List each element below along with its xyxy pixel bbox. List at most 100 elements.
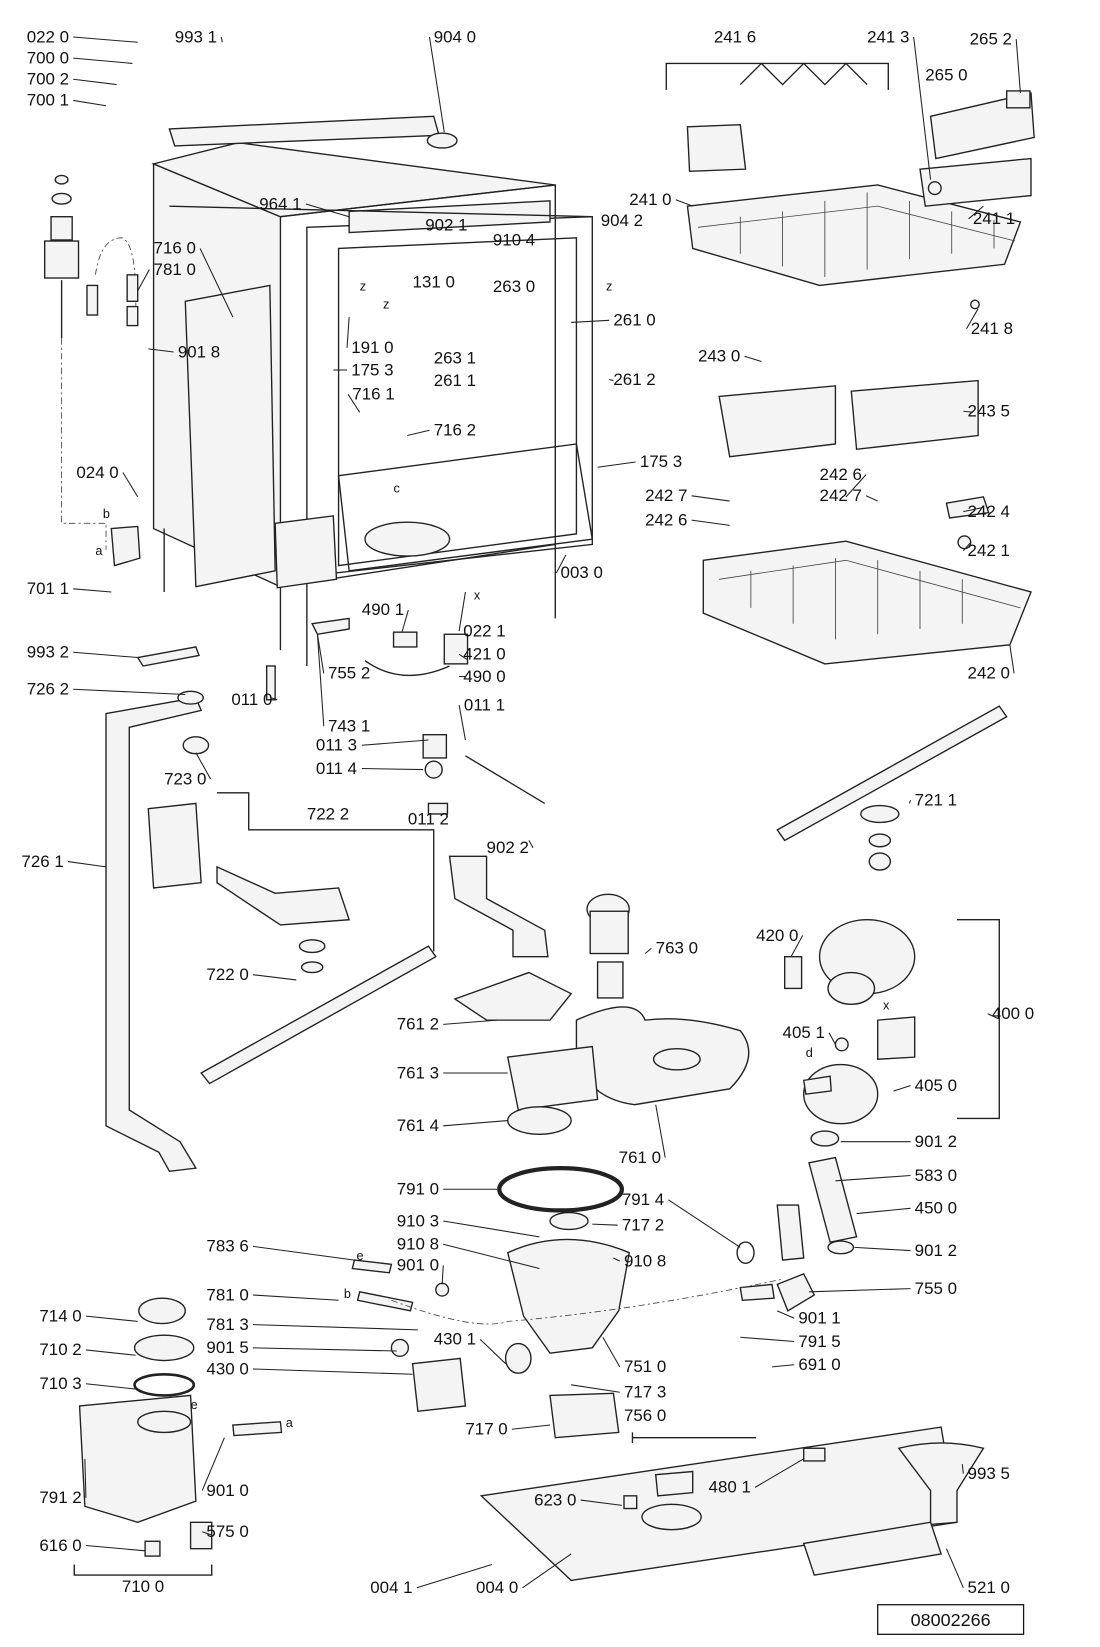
part-label: 761 3: [397, 1063, 439, 1082]
part-label: 722 0: [206, 965, 248, 984]
part-label: 791 0: [397, 1180, 439, 1199]
leader-line: [644, 947, 652, 954]
leader-line: [73, 688, 186, 696]
lower-basket-242-0: [702, 496, 1032, 665]
leader-line: [961, 1464, 964, 1474]
part-label: 265 0: [925, 65, 967, 84]
part-label: 904 0: [434, 27, 476, 46]
hoses-right: [736, 1130, 858, 1312]
leader-line: [1009, 644, 1015, 674]
leader-line: [85, 1544, 146, 1552]
leader-line: [856, 1207, 911, 1215]
part-label: 623 0: [534, 1490, 576, 1509]
part-label: 716 0: [154, 239, 196, 258]
part-label: 022 0: [27, 27, 69, 46]
leader-line: [148, 348, 174, 353]
leader-line: [511, 1424, 551, 1430]
leader-line: [252, 1368, 413, 1375]
part-label: 723 0: [164, 769, 206, 788]
leader-line: [73, 78, 117, 86]
part-label: 421 0: [463, 645, 505, 664]
part-label: 011 3: [316, 736, 357, 755]
leader-line: [675, 199, 693, 207]
part-label: 902 1: [425, 215, 467, 234]
leader-line: [122, 472, 139, 498]
part-label: 480 1: [709, 1478, 751, 1497]
leader-line: [443, 1120, 508, 1127]
part-label: 175 3: [640, 452, 682, 471]
leader-line: [691, 495, 730, 502]
part-label: 761 4: [397, 1116, 439, 1135]
leader-line: [73, 99, 107, 107]
part-label: 400 0: [992, 1004, 1034, 1023]
part-label: 904 2: [601, 211, 643, 230]
part-label: 405 0: [915, 1076, 957, 1095]
part-label: 791 2: [39, 1488, 81, 1507]
reference-letter: c: [394, 482, 400, 496]
leader-line: [73, 588, 112, 593]
leader-line: [945, 1548, 964, 1589]
leader-line: [691, 519, 730, 526]
leader-line: [201, 1437, 225, 1491]
part-label: 450 0: [915, 1199, 957, 1218]
diagram-number-box: [877, 1604, 1025, 1635]
circulation-pump-400-0: [783, 919, 1000, 1125]
part-label: 131 0: [413, 273, 455, 292]
leader-line: [790, 935, 804, 957]
part-label: 714 0: [39, 1306, 81, 1325]
part-label: 243 5: [968, 402, 1010, 421]
leader-line: [73, 36, 138, 43]
part-label: 242 0: [968, 664, 1010, 683]
upper-basket-241-0: [665, 62, 1035, 310]
part-label: 763 0: [656, 939, 698, 958]
spray-arm-722-0: [147, 792, 437, 1085]
part-label: 910 8: [624, 1251, 666, 1270]
leader-line: [1015, 39, 1021, 94]
reference-letter: z: [383, 298, 389, 312]
part-label: 901 8: [178, 342, 220, 361]
leader-line: [609, 378, 614, 382]
upper-spray-arm-721-1: [776, 705, 1008, 871]
leader-line: [270, 697, 278, 701]
reference-letter: b: [103, 507, 110, 521]
leader-line: [316, 634, 325, 727]
leader-line: [744, 355, 762, 363]
leader-line: [668, 1199, 741, 1248]
part-label: 751 0: [624, 1357, 666, 1376]
leader-line: [252, 1245, 355, 1261]
part-label: 490 0: [463, 667, 505, 686]
part-label: 901 5: [206, 1338, 248, 1357]
part-label: 964 1: [259, 194, 301, 213]
leader-line: [458, 705, 466, 741]
part-label: 263 0: [493, 277, 535, 296]
part-label: 261 0: [613, 311, 655, 330]
leader-line: [199, 248, 234, 318]
part-label: 261 1: [434, 371, 476, 390]
part-label: 781 3: [206, 1315, 248, 1334]
part-label: 910 3: [397, 1211, 439, 1230]
leader-line: [571, 319, 610, 323]
leader-line: [963, 410, 973, 413]
part-label: 993 1: [175, 27, 217, 46]
cap-904-0: [426, 132, 458, 149]
part-label: 241 3: [867, 27, 909, 46]
part-label: 710 3: [39, 1374, 81, 1393]
diagram-number: 08002266: [911, 1610, 991, 1630]
part-label: 781 0: [206, 1285, 248, 1304]
part-label: 242 7: [820, 486, 862, 505]
part-label: 011 2: [408, 810, 449, 829]
part-label: 242 6: [645, 510, 687, 529]
part-label: 616 0: [39, 1536, 81, 1555]
part-label: 901 0: [206, 1481, 248, 1500]
part-label: 717 2: [622, 1215, 664, 1234]
leader-line: [740, 1336, 795, 1343]
leader-line: [443, 1243, 540, 1270]
part-label: 701 1: [27, 579, 69, 598]
part-label: 722 2: [307, 804, 349, 823]
part-label: 003 0: [561, 563, 603, 582]
leader-line: [908, 800, 911, 804]
leader-line: [968, 205, 984, 220]
part-label: 700 2: [27, 70, 69, 89]
leader-line: [963, 506, 984, 513]
part-label: 901 2: [915, 1241, 957, 1260]
